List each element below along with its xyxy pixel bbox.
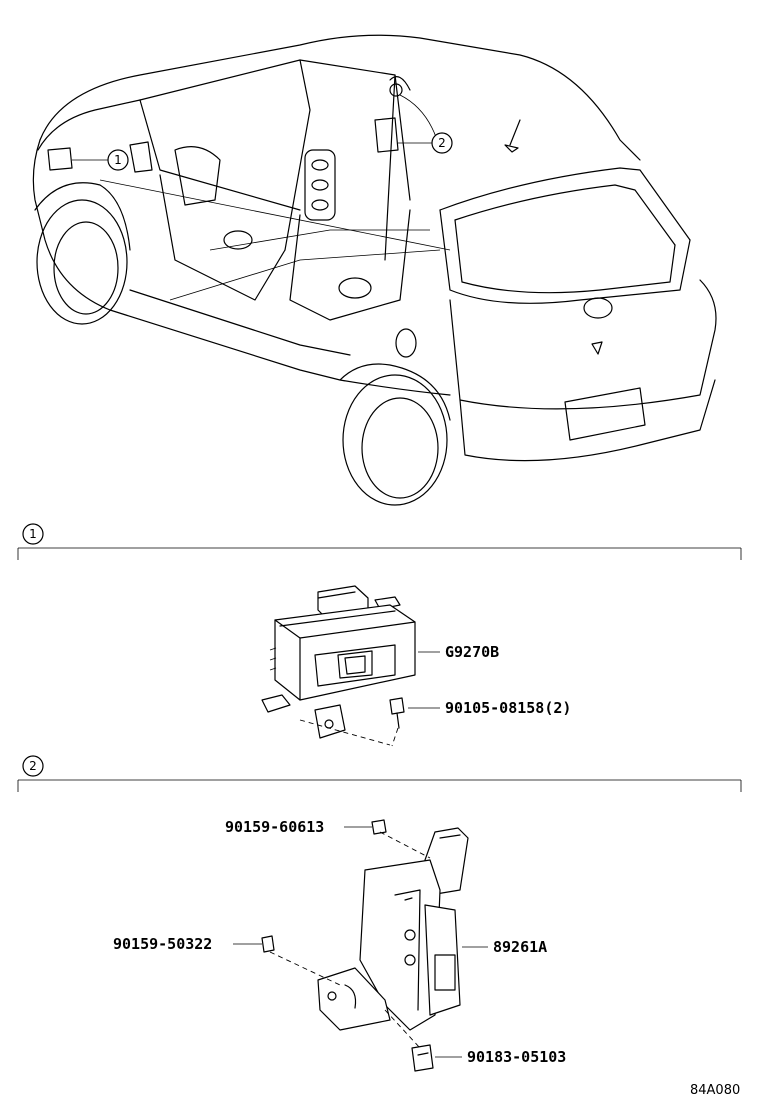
callout-2-text: 2	[438, 136, 446, 150]
section-1-marker: 1	[29, 527, 37, 541]
overview-callout-2: 2	[398, 132, 453, 154]
part-label-90105-08158: 90105-08158(2)	[408, 699, 571, 717]
diagram-code: 84A080	[690, 1083, 740, 1098]
ecu-module-illustration	[261, 585, 416, 747]
callout-1-text: 1	[114, 153, 122, 167]
car-overview-illustration	[32, 34, 717, 506]
section-1-header: 1	[17, 523, 742, 560]
part-number-text: 90159-50322	[113, 935, 212, 953]
part-label-89261A: 89261A	[462, 938, 547, 956]
section-2-header: 2	[17, 755, 742, 792]
part-label-90159-50322: 90159-50322	[113, 935, 262, 953]
part-label-90159-60613: 90159-60613	[225, 818, 372, 836]
part-number-text: 90105-08158(2)	[445, 699, 571, 717]
part-number-text: 90159-60613	[225, 818, 324, 836]
part-number-text: G9270B	[445, 643, 499, 661]
bracket-assembly-illustration	[261, 819, 469, 1072]
part-label-G9270B: G9270B	[418, 643, 499, 661]
section-2-marker: 2	[29, 759, 37, 773]
part-label-90183-05103: 90183-05103	[435, 1048, 566, 1066]
part-number-text: 90183-05103	[467, 1048, 566, 1066]
part-number-text: 89261A	[493, 938, 547, 956]
overview-callout-1: 1	[72, 149, 129, 171]
